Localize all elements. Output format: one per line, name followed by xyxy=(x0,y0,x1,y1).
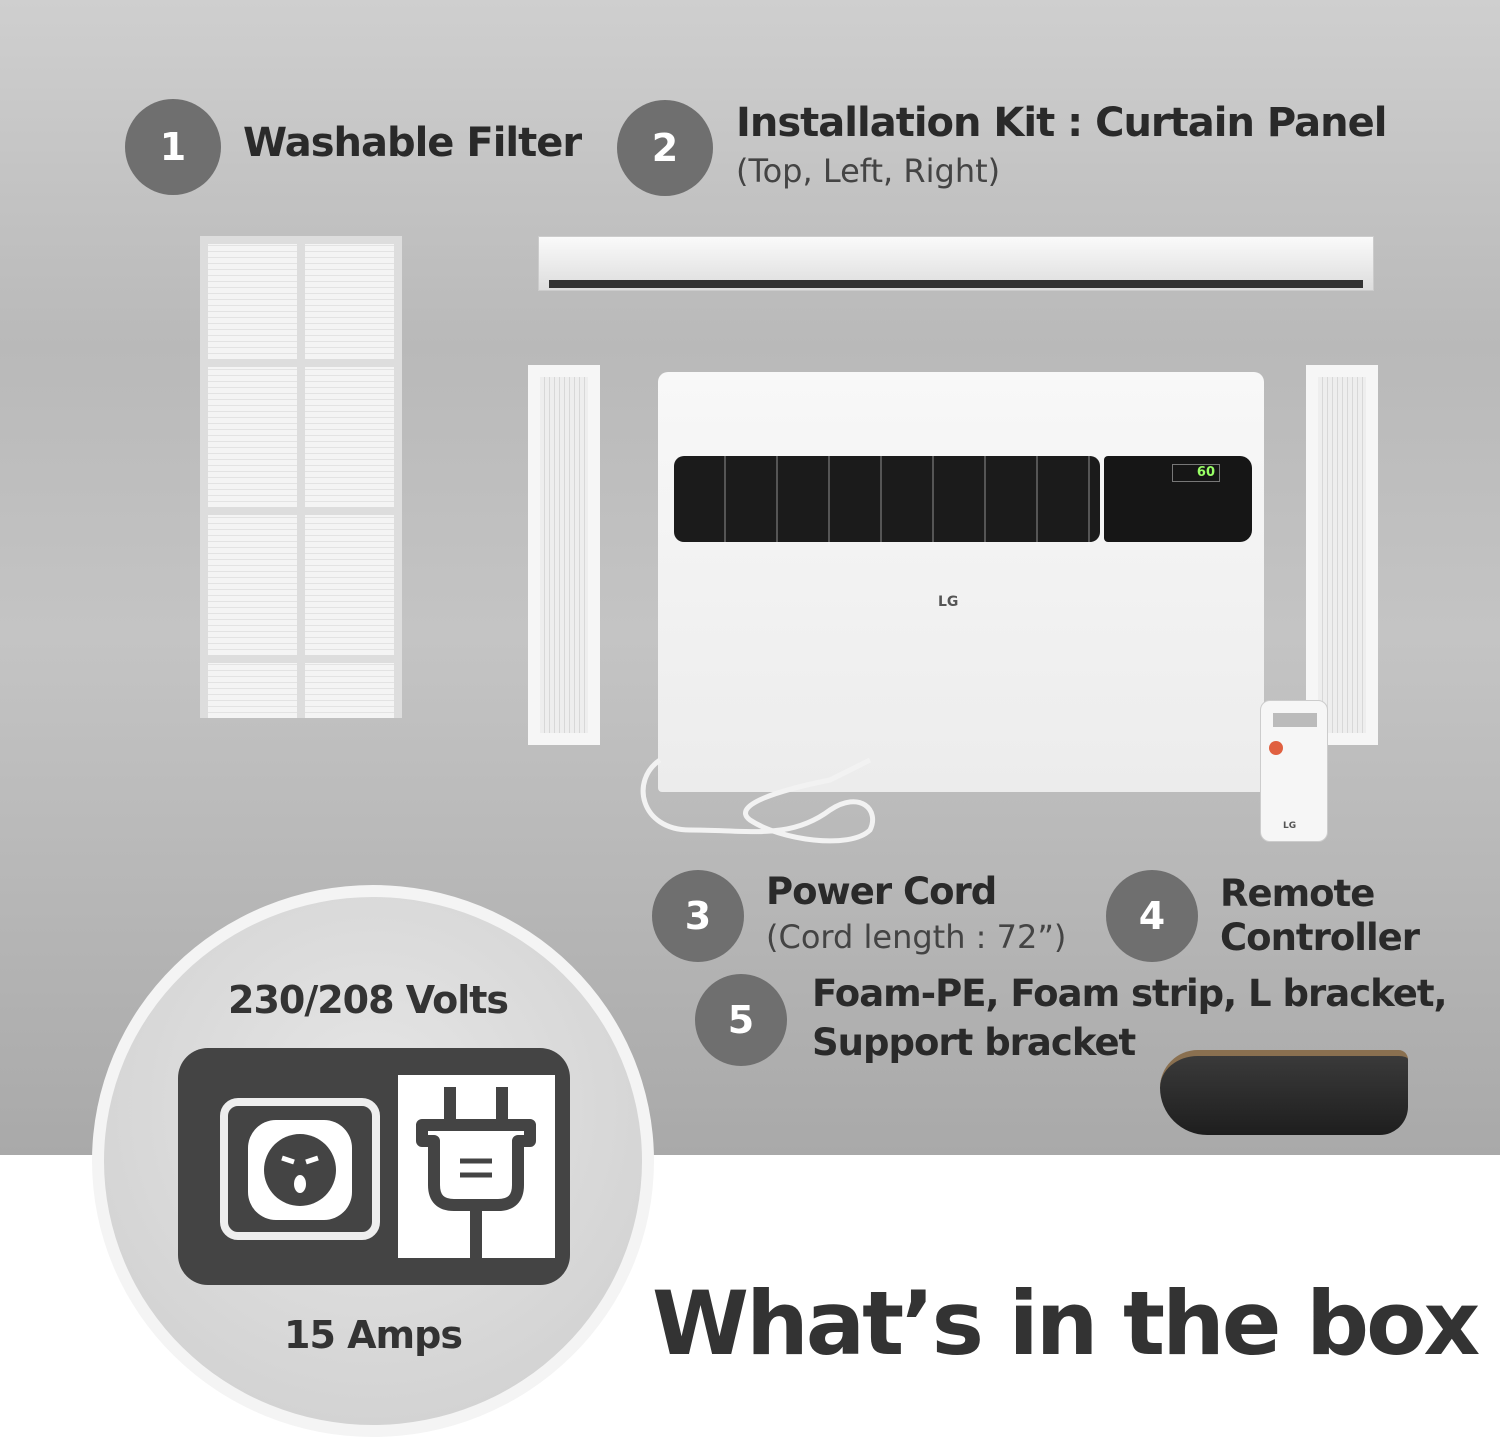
badge-1: 1 xyxy=(125,99,221,195)
washable-filter-image xyxy=(200,236,402,718)
badge-4: 4 xyxy=(1106,870,1198,962)
lg-logo: LG xyxy=(938,594,959,610)
amperage-label: 15 Amps xyxy=(284,1313,463,1357)
curtain-panel-top-image xyxy=(538,236,1374,291)
page-title: What’s in the box xyxy=(652,1272,1480,1375)
item-remote-title-line2: Controller xyxy=(1220,916,1420,959)
item-installation-kit-subtitle: (Top, Left, Right) xyxy=(736,152,1001,190)
air-vent xyxy=(674,456,1100,542)
power-icon-box xyxy=(178,1048,570,1285)
remote-lg-logo: LG xyxy=(1283,821,1297,831)
voltage-label: 230/208 Volts xyxy=(228,978,509,1022)
power-icon xyxy=(1269,741,1283,755)
item-power-cord-title: Power Cord xyxy=(766,870,997,913)
item-washable-filter-title: Washable Filter xyxy=(243,120,582,166)
badge-5: 5 xyxy=(695,974,787,1066)
temperature-display: 60 xyxy=(1172,464,1220,482)
power-cord-image xyxy=(640,757,876,844)
control-panel: 60 xyxy=(1104,456,1252,542)
foam-strips-image xyxy=(1160,1050,1408,1135)
curtain-panel-left-image xyxy=(528,365,600,745)
item-power-cord-subtitle: (Cord length : 72”) xyxy=(766,918,1067,956)
badge-3: 3 xyxy=(652,870,744,962)
outlet-icon xyxy=(220,1098,380,1240)
remote-controller-image: LG xyxy=(1260,700,1328,842)
curtain-panel-right-image xyxy=(1306,365,1378,745)
item-installation-kit-title: Installation Kit : Curtain Panel xyxy=(736,100,1387,146)
item-foam-title-line1: Foam-PE, Foam strip, L bracket, xyxy=(812,972,1448,1015)
item-foam-title-line2: Support bracket xyxy=(812,1021,1136,1064)
plug-icon xyxy=(398,1075,555,1258)
badge-2: 2 xyxy=(617,100,713,196)
item-remote-title-line1: Remote xyxy=(1220,872,1375,915)
air-conditioner-image: 60 LG xyxy=(658,372,1264,792)
